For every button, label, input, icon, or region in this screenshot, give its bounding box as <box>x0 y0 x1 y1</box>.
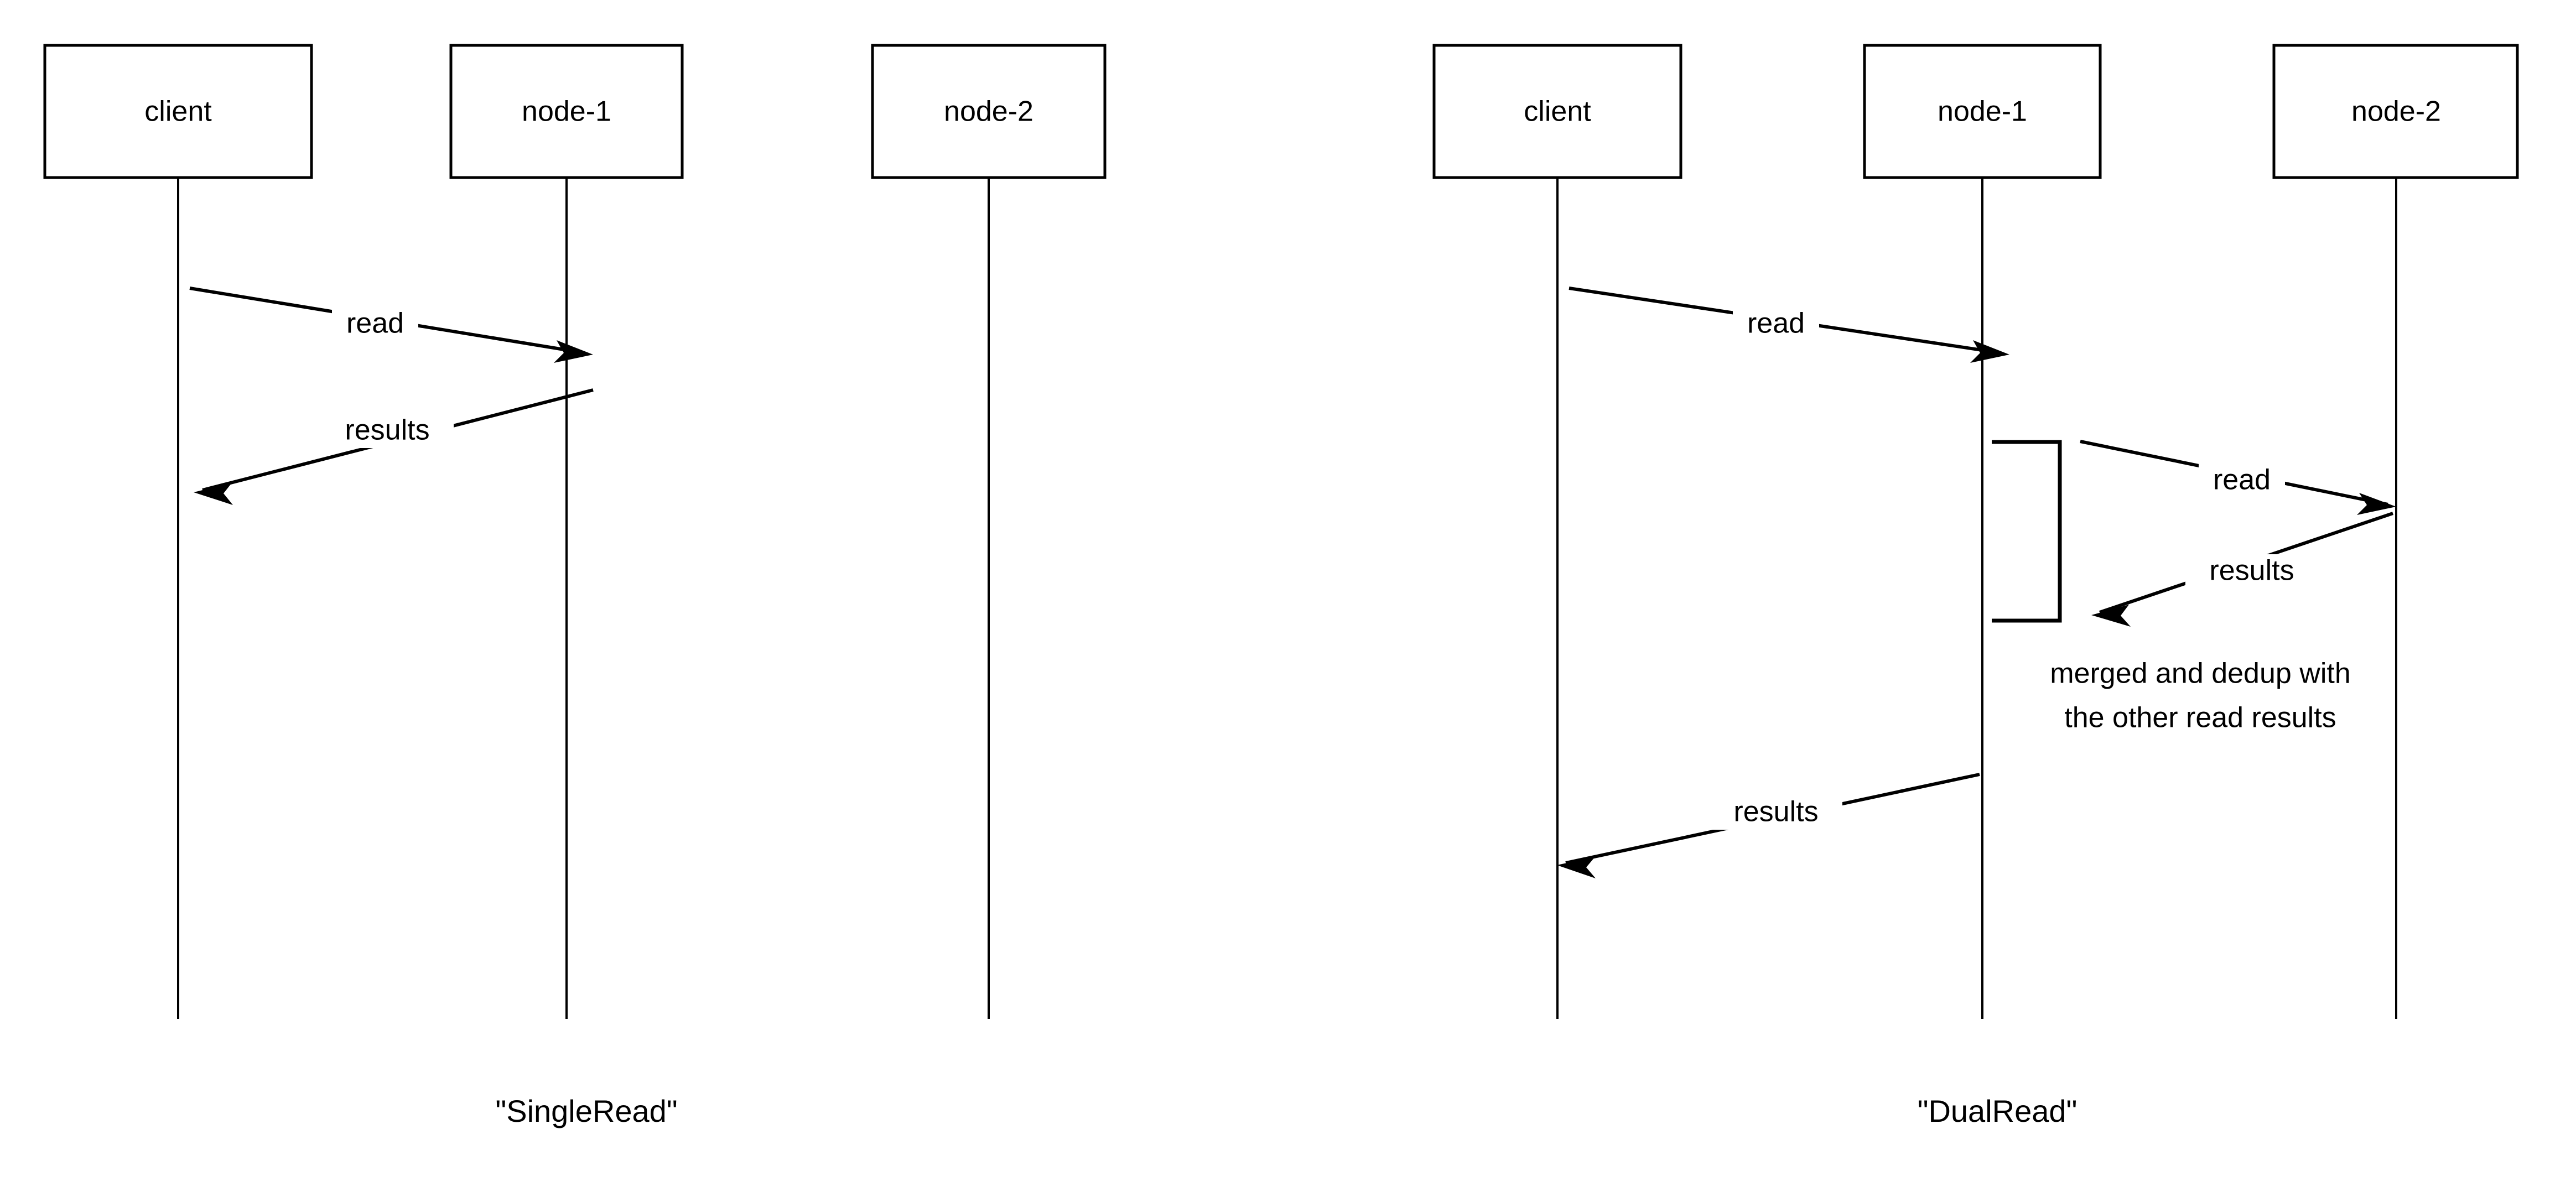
message-read-client-to-node-1[interactable]: read <box>189 287 593 363</box>
note-merged-dedup: merged and dedup with the other read res… <box>2050 658 2351 734</box>
message-label: results <box>2209 555 2294 587</box>
message-results-node-1-to-client[interactable]: results <box>1557 773 1980 878</box>
participant-label-node-2: node-2 <box>944 96 1033 128</box>
message-label-backdrop <box>1710 795 1842 830</box>
participant-box-node-1[interactable] <box>1863 44 2102 179</box>
message-read-node-1-to-node-2[interactable]: read <box>2080 440 2396 515</box>
note-line-1: merged and dedup with <box>2050 658 2351 690</box>
diagram-dual-read: client node-1 node-2 read read <box>1432 44 2519 1128</box>
message-label-backdrop <box>2185 554 2318 589</box>
message-label: results <box>345 414 429 446</box>
arrow-head-icon <box>1557 857 1596 878</box>
activation-bracket-node-1 <box>1992 440 2062 623</box>
message-label-backdrop <box>2199 464 2285 498</box>
participant-box-client[interactable] <box>43 44 313 179</box>
participant-box-node-2[interactable] <box>2272 44 2519 179</box>
arrow-head-icon <box>1970 340 2009 363</box>
arrow-head-icon <box>554 340 593 363</box>
message-label: read <box>1747 308 1805 340</box>
note-line-2: the other read results <box>2064 702 2336 734</box>
message-label-backdrop <box>332 307 418 341</box>
participant-label-client: client <box>144 96 212 128</box>
arrow-head-icon <box>2091 605 2131 627</box>
message-label-backdrop <box>1733 307 1819 341</box>
participant-label-node-1: node-1 <box>522 96 611 128</box>
message-read-client-to-node-1[interactable]: read <box>1569 287 2009 363</box>
message-label: results <box>1733 796 1818 828</box>
message-label-backdrop <box>321 414 454 448</box>
message-label: read <box>346 308 404 340</box>
participant-box-node-1[interactable] <box>449 44 684 179</box>
diagram-single-read: client node-1 node-2 read results "Singl… <box>43 44 1107 1128</box>
diagram-caption-dual-read: "DualRead" <box>1918 1094 2078 1128</box>
diagram-caption-single-read: "SingleRead" <box>495 1094 677 1128</box>
participant-box-client[interactable] <box>1432 44 1682 179</box>
participant-label-client: client <box>1524 96 1591 128</box>
participant-label-node-2: node-2 <box>2351 96 2441 128</box>
message-results-node-1-to-client[interactable]: results <box>194 388 594 505</box>
participant-box-node-2[interactable] <box>871 44 1107 179</box>
arrow-head-icon <box>2357 493 2396 515</box>
arrow-head-icon <box>194 483 233 505</box>
message-results-node-2-to-node-1[interactable]: results <box>2091 512 2393 627</box>
participant-label-node-1: node-1 <box>1938 96 2027 128</box>
message-label: read <box>2213 464 2271 496</box>
